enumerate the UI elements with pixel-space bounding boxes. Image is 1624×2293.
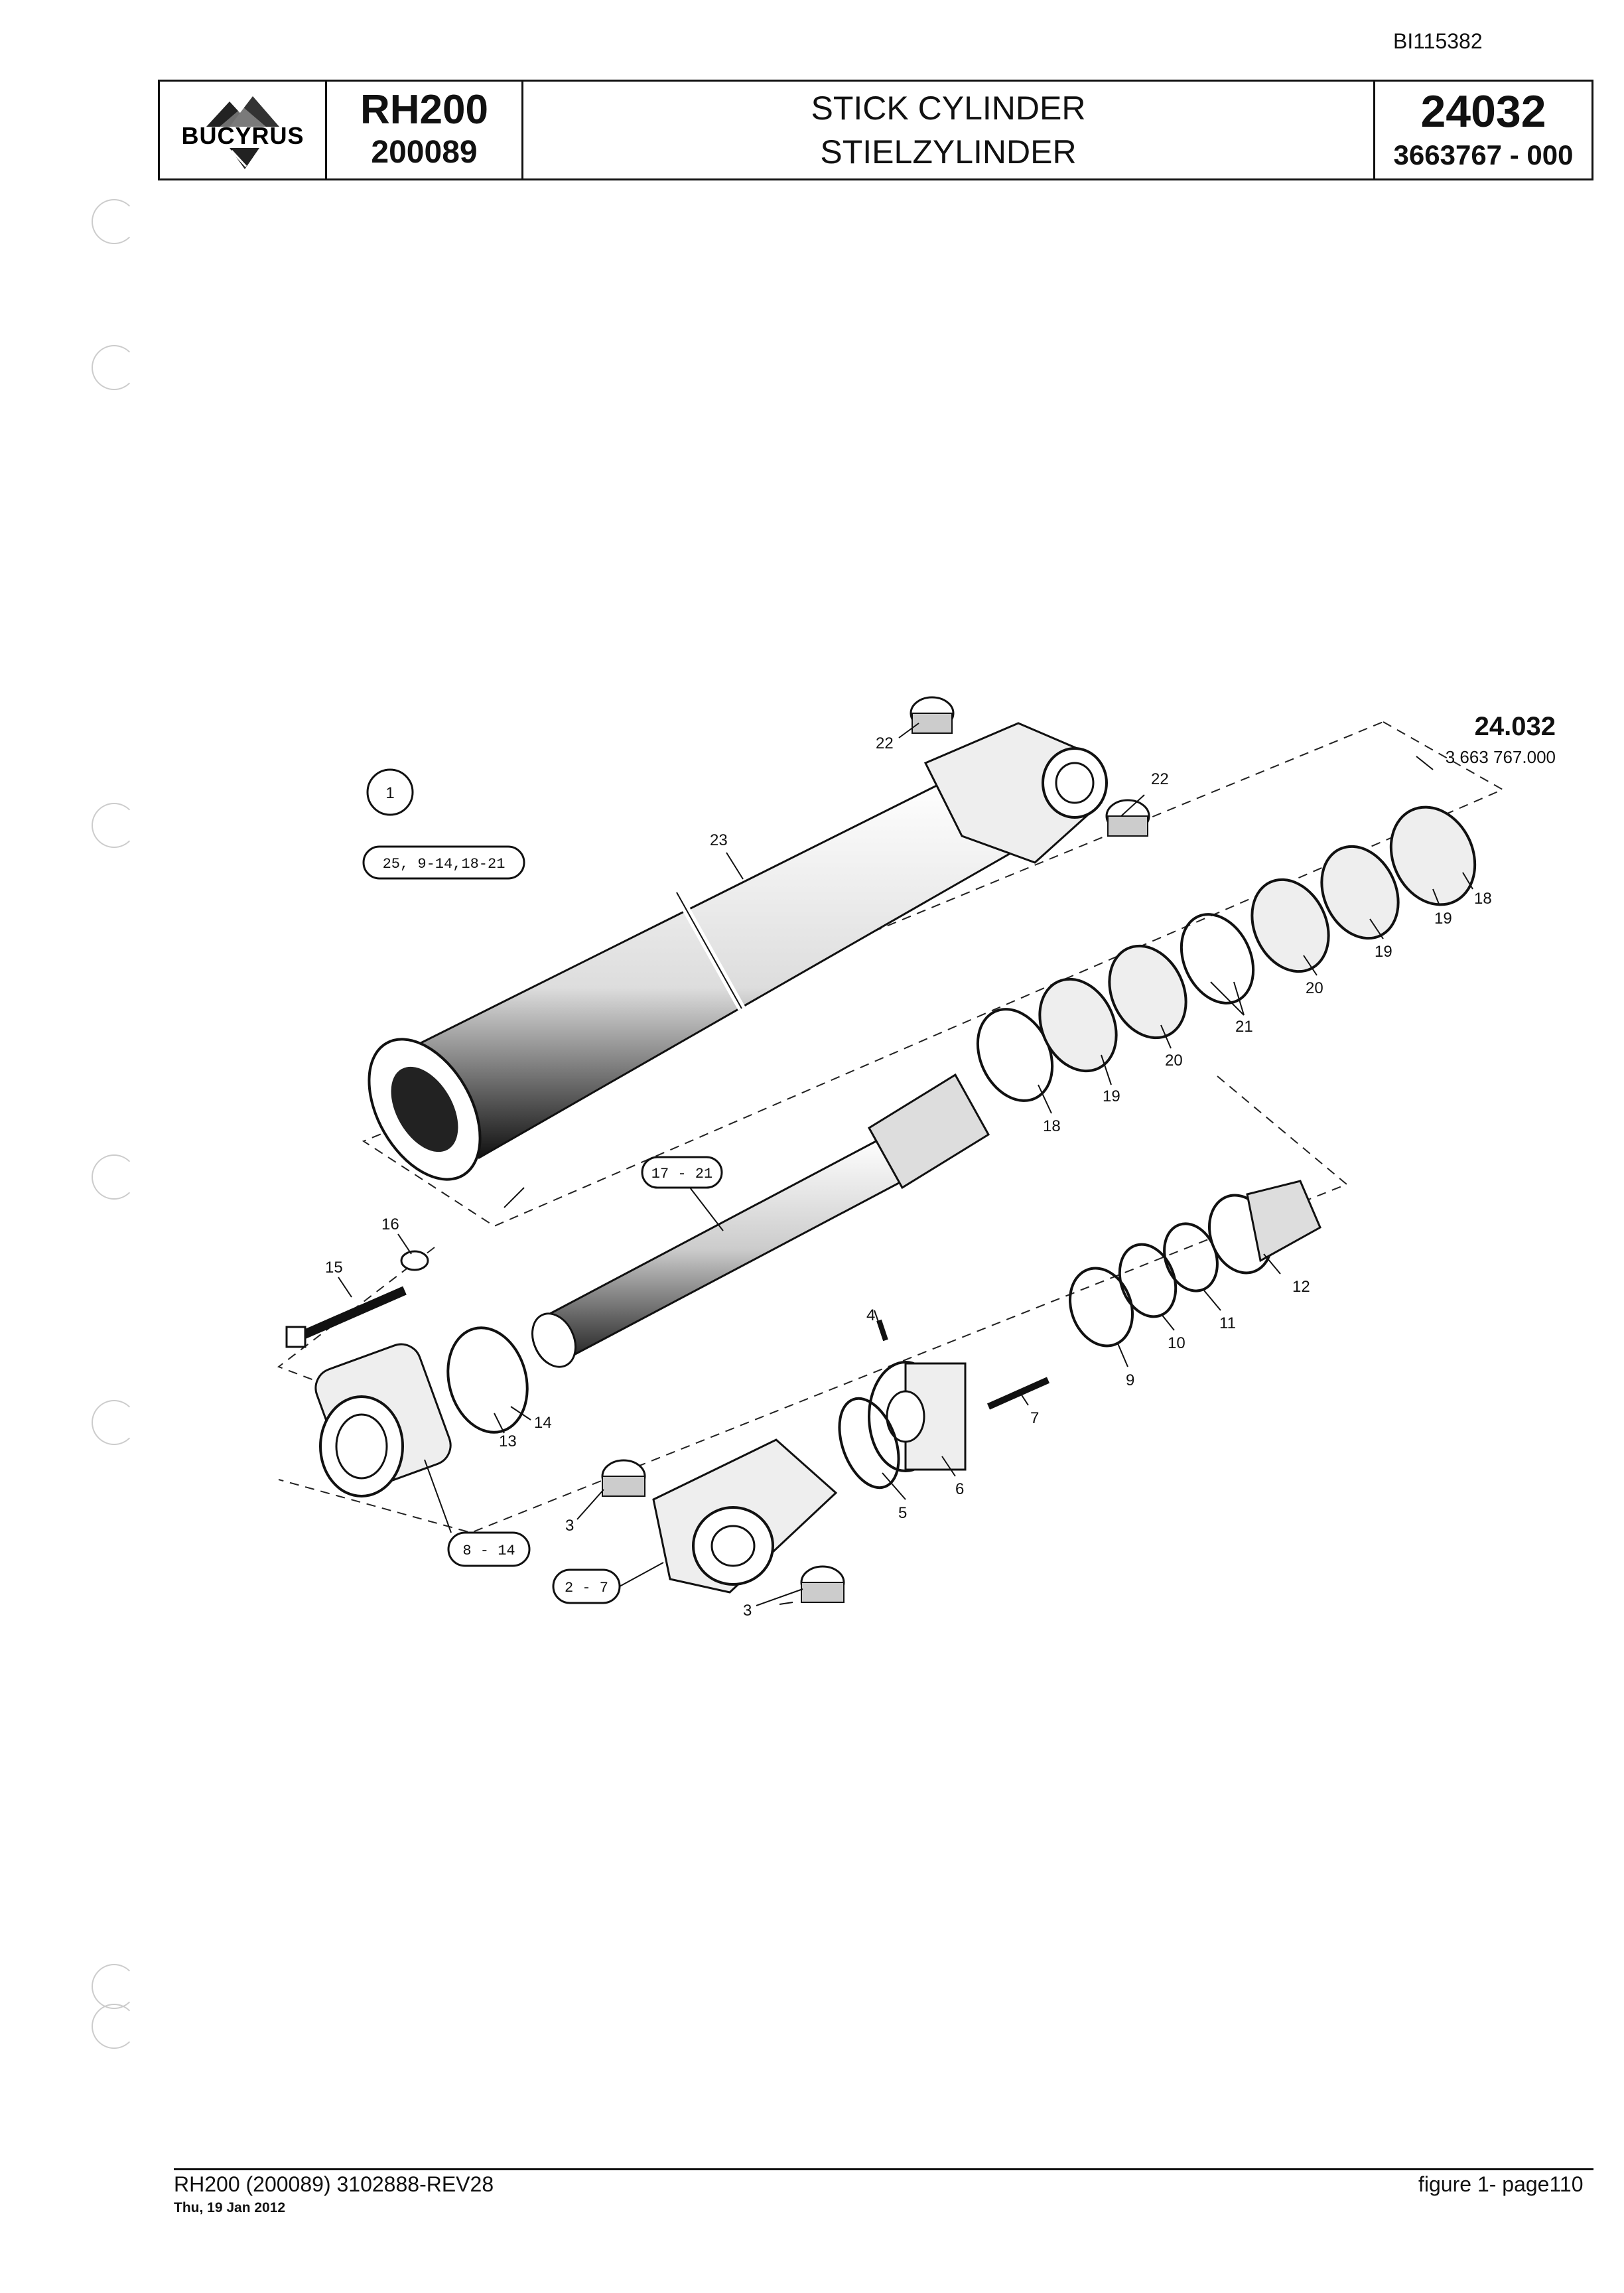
part-number: 3663767 - 000 — [1393, 139, 1574, 171]
callout-3: 3 — [565, 1517, 574, 1535]
callout-15: 15 — [325, 1259, 343, 1277]
numbered-circle: 1 — [366, 768, 414, 816]
kit-label: 8 - 14 — [447, 1531, 531, 1567]
punch-hole-mark — [92, 2004, 137, 2049]
callout-20: 20 — [1165, 1052, 1183, 1070]
piston-nut — [838, 1319, 1050, 1490]
title-german: STIELZYLINDER — [820, 133, 1077, 171]
callout-16: 16 — [381, 1216, 399, 1233]
callout-13: 13 — [499, 1432, 517, 1450]
serial-number: 200089 — [371, 135, 478, 170]
callout-12: 12 — [1292, 1278, 1310, 1296]
punch-hole-mark — [92, 1400, 137, 1445]
circle-number: 1 — [385, 784, 394, 802]
callout-19: 19 — [1434, 910, 1452, 928]
footer-document-ref: RH200 (200089) 3102888-REV28 — [174, 2172, 494, 2196]
punch-hole-mark — [92, 803, 137, 848]
callout-19: 19 — [1103, 1087, 1120, 1105]
part-cell: 24032 3663767 - 000 — [1375, 82, 1591, 178]
logo-text: BUCYRUS — [181, 122, 304, 149]
callout-20: 20 — [1306, 979, 1323, 997]
bolt-part — [285, 1250, 429, 1348]
callout-7: 7 — [1030, 1409, 1039, 1427]
footer-date: Thu, 19 Jan 2012 — [174, 2200, 286, 2215]
footer-page-ref: figure 1- page110 — [1418, 2172, 1584, 2196]
punch-hole-mark — [92, 345, 137, 390]
seal-ring-set — [976, 805, 1477, 1102]
punch-hole-mark — [92, 199, 137, 244]
title-cell: STICK CYLINDER STIELZYLINDER — [523, 82, 1375, 178]
callout-14: 14 — [534, 1414, 552, 1432]
guide-bushing — [1207, 1180, 1321, 1275]
group-number: 24032 — [1420, 86, 1546, 137]
callout-4: 4 — [866, 1306, 875, 1324]
footer-rule — [174, 2168, 1593, 2170]
leader-lines — [338, 723, 1473, 1606]
callout-18: 18 — [1474, 890, 1492, 908]
callout-21: 21 — [1235, 1018, 1253, 1036]
callout-9: 9 — [1126, 1371, 1134, 1389]
seal-ring-set — [1068, 1222, 1219, 1348]
callout-23: 23 — [710, 831, 728, 849]
cylinder-head — [314, 1326, 529, 1497]
kit-label-text: 2 - 7 — [565, 1580, 608, 1596]
callout-11: 11 — [1219, 1314, 1236, 1332]
callout-labels: 22 22 23 18 19 19 20 21 20 19 18 16 15 1… — [325, 734, 1492, 1620]
rod-eye — [601, 1438, 845, 1603]
reference-number: 24.032 — [1475, 712, 1556, 741]
model-cell: RH200 200089 — [327, 82, 523, 178]
callout-6: 6 — [955, 1480, 964, 1498]
kit-label: 2 - 7 — [552, 1568, 621, 1604]
callout-10: 10 — [1168, 1334, 1185, 1352]
title-block: BUCYRUS RH200 200089 STICK CYLINDER STIE… — [158, 80, 1593, 180]
kit-label-text: 17 - 21 — [651, 1166, 712, 1182]
callout-22: 22 — [876, 734, 894, 752]
callout-3: 3 — [743, 1602, 752, 1620]
kit-label-text: 25, 9-14,18-21 — [383, 856, 506, 872]
callout-22: 22 — [1151, 770, 1169, 788]
punch-hole-mark — [92, 1154, 137, 1200]
callout-5: 5 — [898, 1504, 907, 1522]
cylinder-tube — [368, 722, 1108, 1181]
title-english: STICK CYLINDER — [811, 90, 1086, 127]
document-id: BI115382 — [1393, 29, 1483, 53]
reference-part-number: 3 663 767.000 — [1446, 747, 1556, 767]
piston-rod — [531, 1073, 990, 1368]
bucyrus-logo: BUCYRUS — [181, 96, 304, 169]
callout-19: 19 — [1375, 943, 1392, 961]
kit-label: 25, 9-14,18-21 — [362, 845, 525, 880]
model-name: RH200 — [360, 87, 488, 133]
kit-label: 17 - 21 — [641, 1156, 723, 1189]
callout-18: 18 — [1043, 1117, 1061, 1135]
logo-cell: BUCYRUS — [160, 82, 327, 178]
kit-label-text: 8 - 14 — [462, 1543, 515, 1559]
